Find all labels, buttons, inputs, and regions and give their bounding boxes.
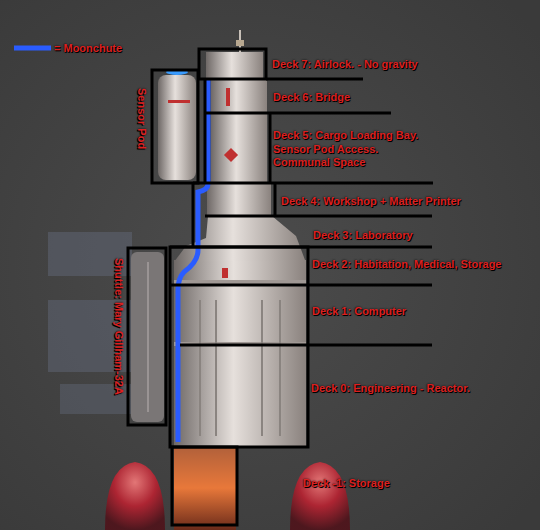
- deck-text: Deck 1: Computer: [312, 305, 406, 319]
- deck-line: [193, 182, 433, 185]
- hull-stripe: [168, 100, 190, 103]
- deck-label: Deck 2: Habitation, Medical, Storage: [312, 258, 502, 272]
- deck-line: [274, 183, 277, 216]
- deck-label: Deck 7: Airlock. - No gravity: [272, 58, 418, 72]
- upper-hull: [211, 80, 267, 183]
- deck-label: Deck -1: Storage: [303, 477, 390, 491]
- deck-label: Deck 4: Workshop + Matter Printer: [281, 195, 461, 209]
- deck-line: [170, 284, 432, 287]
- hull-line: [215, 300, 217, 436]
- deck-label: Deck 0: Engineering - Reactor.: [311, 382, 470, 396]
- deck-outlines: [128, 49, 433, 525]
- thruster-dome: [290, 462, 350, 530]
- moonchute-line: [178, 80, 208, 442]
- hull-line: [199, 300, 201, 436]
- deck-line: [205, 112, 391, 115]
- deck-outline: [170, 247, 308, 447]
- hull-stripe: [226, 88, 230, 106]
- vertical-label: Sensor Pod: [135, 88, 149, 149]
- deck-label: Deck 6: Bridge: [273, 91, 350, 105]
- deck-line: [180, 344, 432, 347]
- deck-line: [266, 78, 363, 81]
- deck-text: Deck 5: Cargo Loading Bay. Sensor Pod Ac…: [273, 129, 431, 170]
- hull-mark: [222, 268, 228, 278]
- deck-line: [204, 79, 207, 183]
- deck-label: Deck 1: Computer: [312, 305, 406, 319]
- shuttle-hull: [131, 252, 164, 422]
- legend-row: = Moonchute: [54, 42, 122, 55]
- sensor-pod-outline: [152, 70, 198, 183]
- deck-line: [192, 183, 195, 247]
- deck-outline: [172, 447, 237, 525]
- deck-line: [269, 113, 272, 183]
- shuttle-outline: [128, 248, 166, 425]
- deck-text: Deck 0: Engineering - Reactor.: [311, 382, 470, 396]
- deck-text: Deck 7: Airlock. - No gravity: [272, 58, 418, 72]
- hull-line: [279, 300, 281, 436]
- deck-text: Sensor Pod: [135, 88, 149, 149]
- deck-text: Deck 4: Workshop + Matter Printer: [281, 195, 461, 209]
- deck-text: Shuttle: Mary Gillham-32A: [112, 258, 126, 395]
- hull-ring: [174, 280, 306, 284]
- thruster-dome: [105, 462, 165, 530]
- deck-text: Deck 2: Habitation, Medical, Storage: [312, 258, 502, 272]
- sensor-pod-hull: [158, 75, 196, 180]
- deck-text: Deck -1: Storage: [303, 477, 390, 491]
- deck-line: [205, 215, 432, 218]
- deck-outline: [199, 49, 266, 79]
- hull-line: [261, 300, 263, 436]
- engine-section: [174, 446, 236, 530]
- legend-line-sample: [14, 46, 51, 51]
- vertical-label: Shuttle: Mary Gillham-32A: [112, 258, 126, 395]
- airlock-hull: [206, 52, 263, 80]
- deck-label: Deck 5: Cargo Loading Bay. Sensor Pod Ac…: [273, 129, 431, 170]
- workshop-hull: [207, 183, 271, 216]
- main-hull: [174, 260, 306, 446]
- legend-text: = Moonchute: [54, 42, 122, 54]
- shuttle-detail: [147, 262, 149, 412]
- deck-text: Deck 3: Laboratory: [313, 229, 413, 243]
- antenna-tip: [236, 40, 244, 46]
- hull-mark: [224, 148, 238, 162]
- deck-label: Deck 3: Laboratory: [313, 229, 413, 243]
- deck-text: Deck 6: Bridge: [273, 91, 350, 105]
